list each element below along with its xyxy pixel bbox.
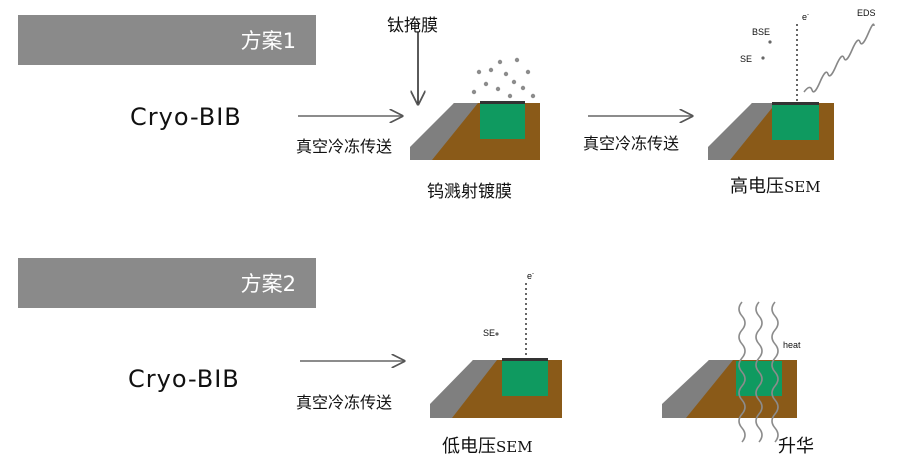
low-voltage-sem-label: 低电压SEM bbox=[442, 432, 533, 458]
scheme1-transfer-label-2: 真空冷冻传送 bbox=[583, 134, 680, 153]
sample-block-high-voltage bbox=[708, 102, 834, 160]
scheme1-method-label: Cryo-BIB bbox=[130, 103, 242, 131]
low-voltage-text: 低电压 bbox=[442, 436, 496, 457]
bse-label: BSE bbox=[752, 27, 771, 37]
scheme1-electron-sup: - bbox=[807, 12, 810, 18]
eds-wave bbox=[803, 23, 875, 93]
scheme2-method-label: Cryo-BIB bbox=[128, 365, 240, 393]
bse-dot bbox=[768, 40, 772, 44]
tungsten-sputter-label: 钨溅射镀膜 bbox=[427, 182, 512, 202]
scheme1-se-label: SE bbox=[740, 54, 753, 64]
scheme1-electron-text: e bbox=[802, 12, 808, 22]
scheme1-banner: 方案1 bbox=[18, 15, 316, 65]
scheme2-electron-label: e- bbox=[527, 271, 534, 281]
heat-waves bbox=[738, 301, 779, 443]
scheme1-electron-label: e- bbox=[802, 12, 809, 22]
scheme2-title: 方案2 bbox=[240, 272, 296, 296]
high-voltage-text: 高电压 bbox=[730, 176, 784, 197]
scheme2-electron-text: e bbox=[527, 271, 533, 281]
heat-label: heat bbox=[783, 340, 801, 350]
low-voltage-sem-suffix: SEM bbox=[496, 438, 533, 456]
high-voltage-sem-suffix: SEM bbox=[784, 178, 821, 196]
scheme1-title: 方案1 bbox=[240, 29, 296, 53]
sputter-particles bbox=[471, 57, 536, 99]
sample-block-low-voltage bbox=[430, 358, 562, 418]
sample-block-sublimation bbox=[662, 360, 797, 418]
scheme2-se-label: SE bbox=[483, 328, 496, 338]
scheme1-se-dot bbox=[761, 56, 765, 60]
high-voltage-sem-label: 高电压SEM bbox=[730, 172, 821, 198]
titanium-mask-label: 钛掩膜 bbox=[387, 16, 438, 36]
scheme2-se-dot bbox=[495, 332, 499, 336]
sample-block-sputter bbox=[410, 101, 540, 160]
scheme1-transfer-label-1: 真空冷冻传送 bbox=[296, 137, 393, 156]
scheme2-transfer-label: 真空冷冻传送 bbox=[296, 393, 393, 412]
sublimation-label: 升华 bbox=[778, 436, 814, 457]
scheme2-electron-sup: - bbox=[532, 271, 535, 277]
scheme2-banner: 方案2 bbox=[18, 258, 316, 308]
eds-label: EDS bbox=[857, 8, 876, 18]
